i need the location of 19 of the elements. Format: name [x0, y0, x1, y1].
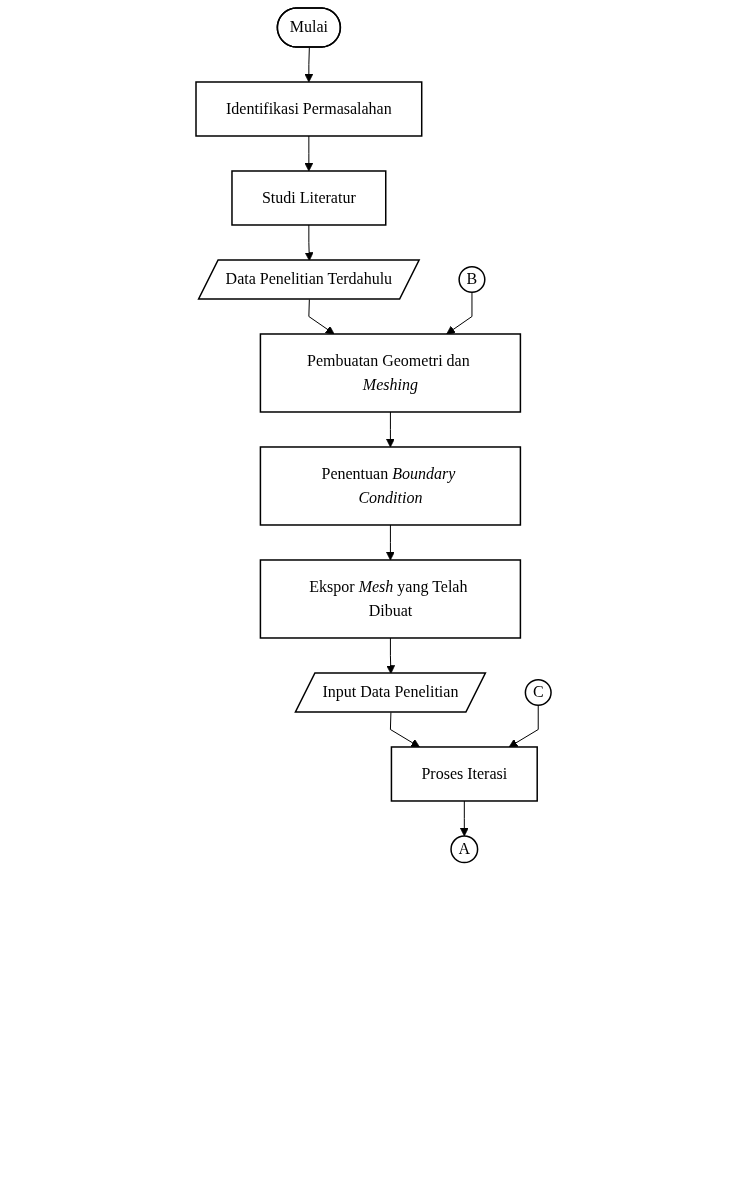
arrow: [390, 712, 421, 748]
node-box: Proses Iterasi: [391, 746, 539, 802]
arrow: [446, 291, 473, 335]
node-box: Identifikasi Permasalahan: [195, 81, 423, 137]
arrow: [308, 299, 335, 335]
node-circle: A: [450, 835, 479, 864]
node-box: Pembuatan Geometri dan Meshing: [260, 333, 522, 413]
node-box: Studi Literatur: [231, 170, 387, 226]
arrow: [460, 800, 470, 837]
node-box: Penentuan Boundary Condition: [260, 446, 522, 526]
arrow: [305, 224, 314, 261]
arrow: [386, 411, 396, 448]
node-circle: C: [525, 678, 553, 707]
arrow: [386, 524, 396, 561]
arrow: [304, 135, 314, 172]
arrow: [509, 704, 540, 748]
arrow: [304, 47, 314, 83]
node-circle: B: [458, 265, 486, 294]
node-box: Ekspor Mesh yang Telah Dibuat: [260, 559, 522, 639]
